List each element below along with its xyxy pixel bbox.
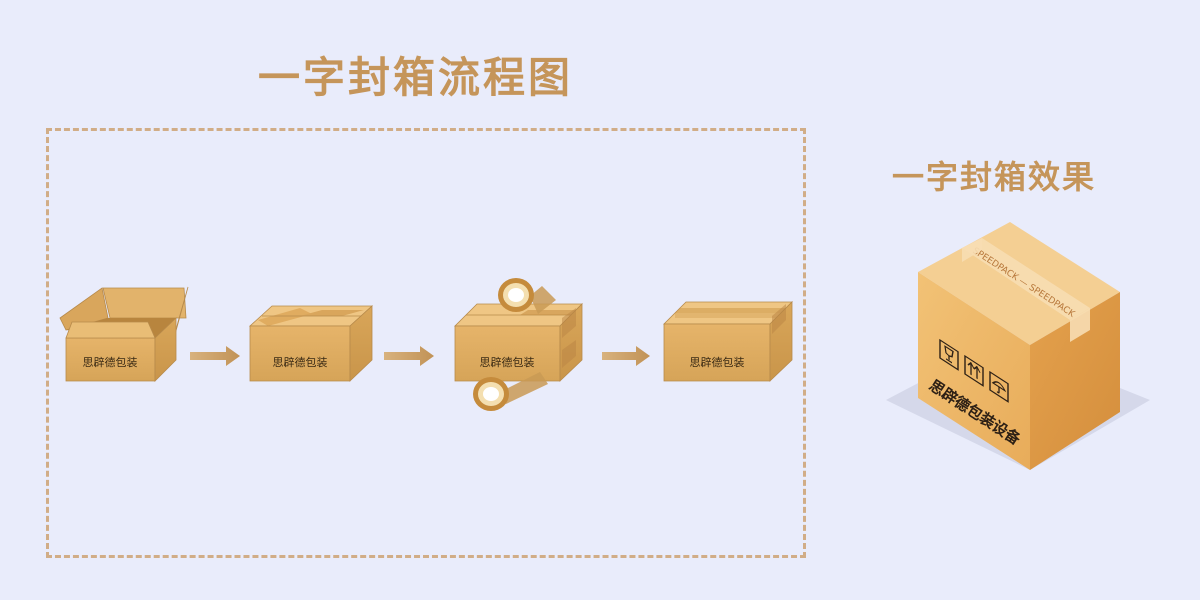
step-2-box-label: 思辟德包装 [273,355,328,369]
step-4-box-label: 思辟德包装 [690,355,745,369]
arrow-right-icon [190,346,240,366]
step-3-taping-box: 思辟德包装 [454,303,583,382]
step-1-open-box: 思辟德包装 [59,286,189,382]
tape-roll-icon [498,278,556,314]
step-3-box-label: 思辟德包装 [480,355,535,369]
step-2-folded-box: 思辟德包装 [248,305,374,382]
arrow-right-icon [384,346,434,366]
step-1-box-label: 思辟德包装 [83,355,138,369]
result-title: 一字封箱效果 [892,158,1097,196]
result-box: SPEEDPACK — SPEEDPACK 思辟德包装设备 [886,222,1150,470]
diagram-title: 一字封箱流程图 [258,53,574,102]
this-way-up-icon [964,354,984,387]
step-4-sealed-box: 思辟德包装 [663,301,793,382]
tape-roll-icon [473,372,548,411]
arrow-right-icon [602,346,650,366]
keep-dry-icon [989,370,1009,403]
fragile-icon [939,338,959,371]
flow-frame [46,128,806,558]
